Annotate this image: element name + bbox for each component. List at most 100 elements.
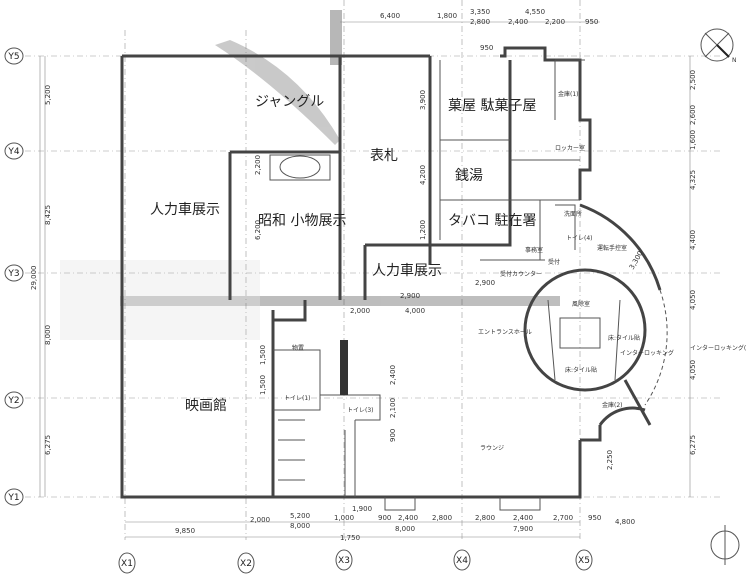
svg-text:1,750: 1,750 xyxy=(340,534,360,542)
north-compass-icon: N xyxy=(700,28,737,64)
svg-text:900: 900 xyxy=(378,514,391,522)
svg-text:2,100: 2,100 xyxy=(389,398,397,418)
svg-text:2,000: 2,000 xyxy=(250,516,270,524)
room-showa: 昭和 小物展示 xyxy=(258,213,346,229)
svg-text:6,275: 6,275 xyxy=(44,435,52,455)
dimensions-right: 2,500 2,600 1,600 4,325 4,400 4,050 4,05… xyxy=(606,70,697,470)
svg-text:4,800: 4,800 xyxy=(615,518,635,526)
room-lounge: ラウンジ xyxy=(480,444,504,452)
svg-text:8,000: 8,000 xyxy=(44,325,52,345)
axis-bubble-x5: X5 xyxy=(575,549,593,571)
svg-text:1,900: 1,900 xyxy=(352,505,372,513)
room-rickshaw-1: 人力車展示 xyxy=(150,201,220,218)
svg-text:2,400: 2,400 xyxy=(508,18,528,26)
svg-text:6,400: 6,400 xyxy=(380,12,400,20)
room-storage: 物置 xyxy=(292,344,304,352)
room-toilet-3: トイレ(3) xyxy=(347,407,374,414)
svg-text:2,900: 2,900 xyxy=(400,292,420,300)
room-bathhouse: 銭湯 xyxy=(455,167,483,184)
svg-text:5,200: 5,200 xyxy=(290,512,310,520)
svg-text:4,400: 4,400 xyxy=(689,230,697,250)
bay-windows xyxy=(384,497,541,511)
svg-text:2,200: 2,200 xyxy=(254,155,262,175)
room-office: 事務室 xyxy=(525,246,543,254)
svg-text:950: 950 xyxy=(588,514,601,522)
interlocking-label: インターロッキング(歩道) xyxy=(690,344,746,352)
svg-text:1,000: 1,000 xyxy=(334,514,354,522)
floor-tile-1: 床:タイル貼 xyxy=(608,334,640,342)
axis-bubble-y1: Y1 xyxy=(4,488,24,506)
svg-text:X2: X2 xyxy=(240,559,252,569)
room-locker: ロッカー室 xyxy=(555,144,585,152)
room-entrance: エントランスホール xyxy=(478,329,532,336)
room-toilet-1: トイレ(1) xyxy=(284,395,311,402)
room-driver: 運転手控室 xyxy=(597,244,627,252)
axis-bubble-x1: X1 xyxy=(118,552,136,574)
svg-text:Y3: Y3 xyxy=(7,269,19,279)
svg-text:3,900: 3,900 xyxy=(419,90,427,110)
room-safe-1: 金庫(1) xyxy=(558,90,579,98)
svg-text:X4: X4 xyxy=(456,556,468,566)
svg-text:4,000: 4,000 xyxy=(405,307,425,315)
svg-text:Y5: Y5 xyxy=(7,52,19,62)
reception-counter: 受付カウンター xyxy=(500,270,542,278)
svg-text:29,000: 29,000 xyxy=(30,266,38,291)
svg-text:4,550: 4,550 xyxy=(525,8,545,16)
axis-bubble-y5: Y5 xyxy=(4,47,24,65)
svg-text:4,325: 4,325 xyxy=(689,170,697,190)
dimensions-left: 5,200 8,425 29,000 8,000 6,275 xyxy=(30,85,52,455)
room-nameplate: 表札 xyxy=(370,148,398,164)
svg-text:2,600: 2,600 xyxy=(689,105,697,125)
svg-text:950: 950 xyxy=(480,44,493,52)
room-labels: ジャングル 人力車展示 昭和 小物展示 表札 菓屋 駄菓子屋 銭湯 タバコ 駐在… xyxy=(150,90,746,452)
interior-walls xyxy=(228,56,585,497)
svg-text:X1: X1 xyxy=(121,559,133,569)
svg-text:2,200: 2,200 xyxy=(545,18,565,26)
svg-text:1,500: 1,500 xyxy=(259,345,267,365)
svg-text:2,800: 2,800 xyxy=(432,514,452,522)
svg-text:X5: X5 xyxy=(578,556,590,566)
section-marker-icon xyxy=(710,525,740,565)
svg-text:1,600: 1,600 xyxy=(689,130,697,150)
svg-text:3,300: 3,300 xyxy=(628,250,645,271)
svg-text:Y1: Y1 xyxy=(7,493,19,503)
room-safe-2: 金庫(2) xyxy=(602,401,623,409)
svg-text:2,400: 2,400 xyxy=(398,514,418,522)
svg-text:2,800: 2,800 xyxy=(470,18,490,26)
room-windbreak: 風除室 xyxy=(572,300,590,308)
svg-text:2,900: 2,900 xyxy=(475,279,495,287)
svg-text:2,800: 2,800 xyxy=(475,514,495,522)
svg-text:2,700: 2,700 xyxy=(553,514,573,522)
svg-text:950: 950 xyxy=(585,18,598,26)
room-tobacco: タバコ 駐在署 xyxy=(448,213,536,229)
svg-text:Y2: Y2 xyxy=(7,396,19,406)
dimensions-bottom: 2,000 5,200 8,000 1,000 1,900 900 2,400 … xyxy=(175,505,635,542)
svg-text:7,900: 7,900 xyxy=(513,525,533,533)
axis-bubble-y3: Y3 xyxy=(4,264,24,282)
svg-text:1,200: 1,200 xyxy=(419,220,427,240)
svg-text:8,000: 8,000 xyxy=(290,522,310,530)
axis-bubble-x2: X2 xyxy=(237,552,255,574)
svg-text:900: 900 xyxy=(389,429,397,442)
room-jungle: ジャングル xyxy=(255,94,324,110)
svg-text:2,250: 2,250 xyxy=(606,450,614,470)
svg-text:1,500: 1,500 xyxy=(259,375,267,395)
grid-axis-x: X1 X2 X3 X4 X5 xyxy=(118,549,593,574)
svg-text:8,425: 8,425 xyxy=(44,205,52,225)
room-rickshaw-2: 人力車展示 xyxy=(372,262,442,279)
svg-text:N: N xyxy=(732,57,737,64)
axis-bubble-y4: Y4 xyxy=(4,142,24,160)
floor-tile-2: 床:タイル貼 xyxy=(565,366,597,374)
svg-text:4,050: 4,050 xyxy=(689,290,697,310)
room-cinema: 映画館 xyxy=(185,397,227,414)
room-toilet-4: トイレ(4) xyxy=(566,235,593,242)
svg-text:2,500: 2,500 xyxy=(689,70,697,90)
axis-bubble-x3: X3 xyxy=(335,549,353,571)
svg-text:2,400: 2,400 xyxy=(389,365,397,385)
svg-text:9,850: 9,850 xyxy=(175,527,195,535)
interlocking-label-2: インターロッキング xyxy=(620,349,674,357)
svg-text:Y4: Y4 xyxy=(7,147,19,157)
svg-text:X3: X3 xyxy=(338,556,350,566)
svg-text:4,200: 4,200 xyxy=(419,165,427,185)
